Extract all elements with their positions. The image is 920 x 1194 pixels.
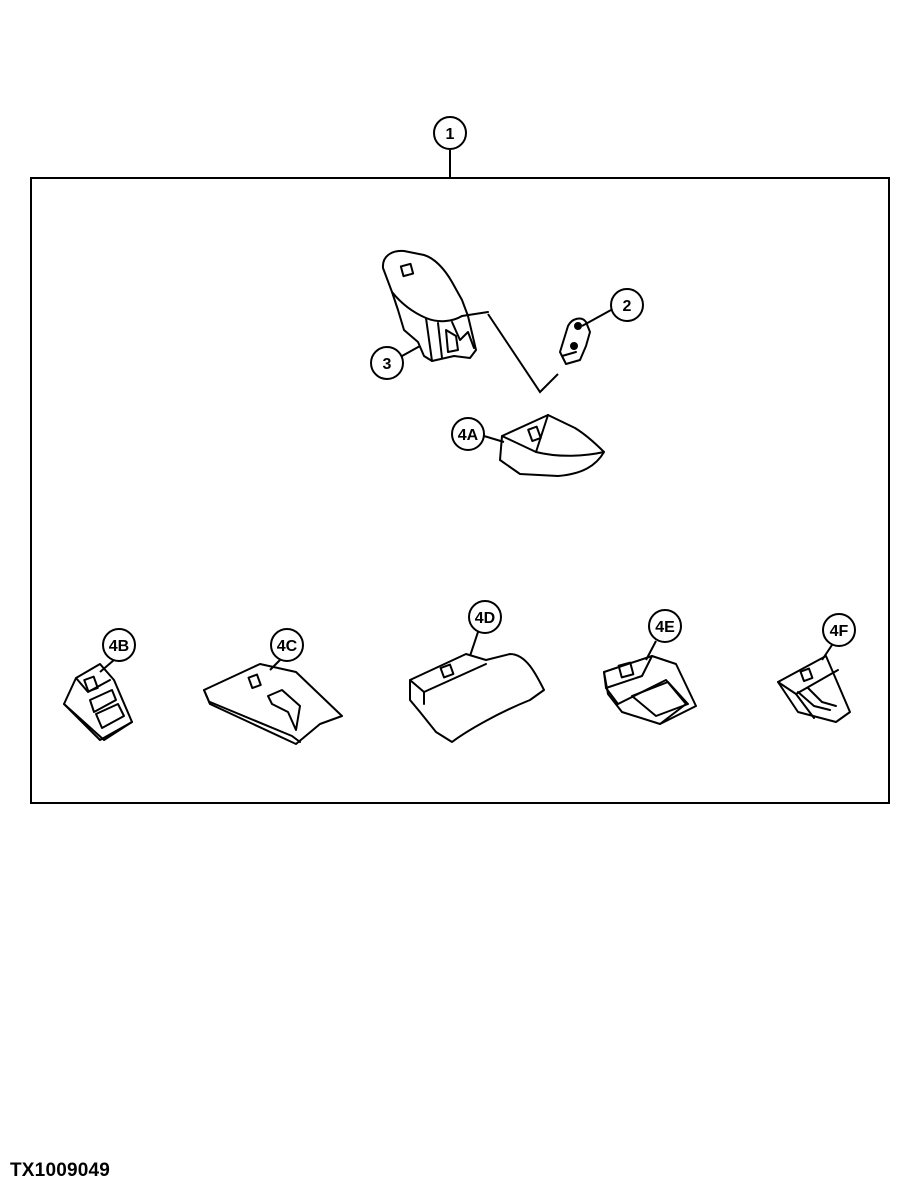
callout-4d-label: 4D bbox=[475, 610, 495, 627]
callout-4c-leader bbox=[269, 659, 281, 671]
tooth-tip-4a-icon bbox=[499, 414, 605, 477]
callout-4b: 4B bbox=[102, 628, 136, 662]
callout-4e-label: 4E bbox=[655, 619, 675, 636]
callout-4b-label: 4B bbox=[109, 638, 129, 655]
callout-4f: 4F bbox=[822, 613, 856, 647]
figure-id: TX1009049 bbox=[10, 1160, 111, 1181]
tooth-tip-4d-icon bbox=[409, 653, 545, 743]
callout-4c-label: 4C bbox=[277, 638, 298, 655]
callout-4a: 4A bbox=[451, 417, 485, 451]
lock-pin-icon bbox=[559, 317, 591, 365]
assembly-line bbox=[487, 313, 559, 394]
callout-4f-leader bbox=[821, 644, 833, 661]
callout-3-label: 3 bbox=[383, 356, 392, 373]
callout-4a-leader bbox=[483, 435, 505, 443]
callout-2-label: 2 bbox=[623, 298, 632, 315]
callout-4b-leader bbox=[99, 659, 115, 673]
callout-3-leader bbox=[401, 345, 421, 357]
callout-4e-leader bbox=[645, 640, 657, 661]
callout-2: 2 bbox=[610, 288, 644, 322]
callout-4c: 4C bbox=[270, 628, 304, 662]
callout-4d-leader bbox=[469, 631, 479, 657]
tooth-tip-4e-icon bbox=[603, 655, 697, 725]
callout-4e: 4E bbox=[648, 609, 682, 643]
callout-1: 1 bbox=[433, 116, 467, 150]
callout-4d: 4D bbox=[468, 600, 502, 634]
callout-2-leader bbox=[581, 309, 612, 327]
callout-3: 3 bbox=[370, 346, 404, 380]
tooth-tip-4f-icon bbox=[777, 655, 851, 723]
kit-frame bbox=[30, 177, 890, 804]
callout-1-label: 1 bbox=[446, 126, 455, 143]
tooth-tip-4c-icon bbox=[203, 663, 343, 745]
callout-4f-label: 4F bbox=[830, 623, 849, 640]
callout-4a-label: 4A bbox=[458, 427, 479, 444]
tooth-tip-4b-icon bbox=[63, 663, 133, 741]
tooth-adapter-icon bbox=[381, 249, 489, 362]
